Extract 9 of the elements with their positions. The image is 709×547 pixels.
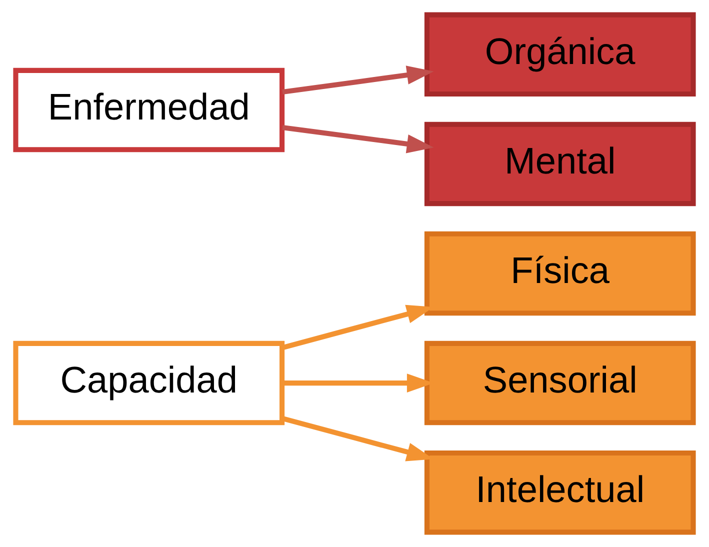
arrow <box>282 66 434 95</box>
node-box: Enfermedad <box>13 68 285 152</box>
node-box: Sensorial <box>424 340 696 426</box>
node-box: Mental <box>424 122 696 206</box>
node-box: Intelectual <box>424 450 696 535</box>
arrow <box>282 124 434 154</box>
node-box: Capacidad <box>13 340 285 426</box>
node-box: Orgánica <box>424 12 696 97</box>
node-box: Física <box>424 231 696 316</box>
